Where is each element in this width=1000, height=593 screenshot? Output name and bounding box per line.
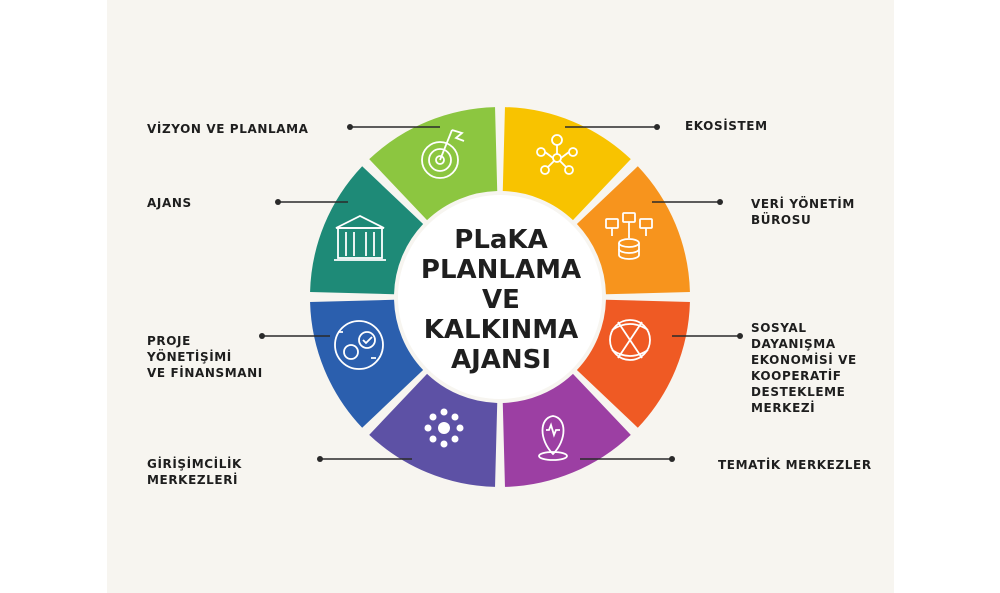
label-veri-yonetim-burosu: VERİ YÖNETİM BÜROSU	[751, 197, 855, 227]
data-folders-database-icon	[605, 212, 653, 260]
segment-vizyon	[369, 107, 498, 221]
label-proje-yonetisimi: PROJE YÖNETİŞİMİ VE FİNANSMANI	[147, 334, 263, 380]
leader-dot	[317, 456, 323, 462]
center-circle	[398, 195, 602, 399]
label-sosyal-dayanisma: SOSYAL DAYANIŞMA EKONOMİSİ VE KOOPERATİF…	[751, 321, 857, 415]
segment-ajans	[310, 166, 424, 295]
leader-dot	[737, 333, 743, 339]
segment-ekosistem	[502, 107, 631, 221]
network-people-icon	[536, 134, 578, 175]
leader-dot	[347, 124, 353, 130]
target-flag-icon	[421, 129, 465, 179]
label-vizyon-ve-planlama: VİZYON VE PLANLAMA	[147, 122, 309, 136]
location-pin-icon	[538, 415, 568, 461]
leader-dot	[259, 333, 265, 339]
center-title-area: PLaKA PLANLAMA VE KALKINMA AJANSI	[401, 200, 601, 400]
leader-dot	[669, 456, 675, 462]
label-girisimcilik-merkezleri: GİRİŞİMCİLİK MERKEZLERİ	[147, 457, 242, 487]
leader-dot	[717, 199, 723, 205]
leader-dot	[654, 124, 660, 130]
segment-veri-yonetim	[576, 166, 690, 295]
hub-network-icon	[424, 408, 464, 448]
label-ajans: AJANS	[147, 196, 192, 210]
label-ekosistem: EKOSİSTEM	[685, 119, 768, 133]
building-icon	[334, 214, 386, 261]
leader-dot	[275, 199, 281, 205]
label-tematik-merkezler: TEMATİK MERKEZLER	[718, 458, 872, 472]
segment-sosyal-dayanisma	[576, 299, 690, 428]
gears-check-icon	[334, 320, 384, 370]
center-title: PLaKA PLANLAMA VE KALKINMA AJANSI	[420, 225, 582, 375]
joined-hands-icon	[609, 319, 651, 361]
